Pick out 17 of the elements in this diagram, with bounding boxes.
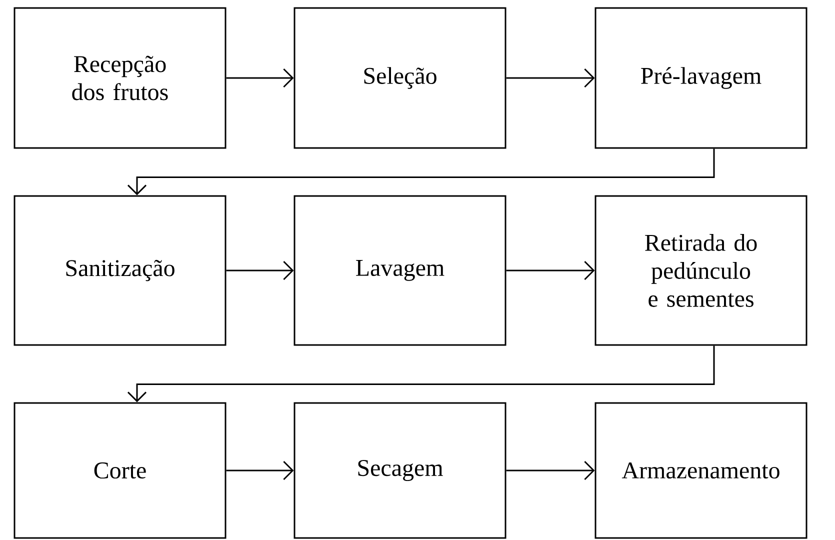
process-box: Sanitização [14, 195, 226, 346]
arrow [127, 148, 715, 196]
process-box: Corte [14, 402, 226, 539]
process-box: Seleção [294, 7, 506, 149]
arrow [127, 346, 715, 402]
arrow [506, 68, 595, 88]
process-box: Pré-lavagem [594, 7, 808, 149]
process-box: Secagem [294, 402, 506, 539]
arrow [226, 68, 294, 88]
process-box: Recepção dos frutos [14, 7, 226, 149]
arrow [226, 260, 294, 280]
process-box: Lavagem [294, 195, 506, 346]
arrow [226, 460, 294, 480]
arrow [506, 460, 595, 480]
arrow [506, 260, 595, 280]
process-box: Retirada do pedúnculo e sementes [594, 195, 808, 346]
process-box: Armazenamento [594, 402, 808, 539]
